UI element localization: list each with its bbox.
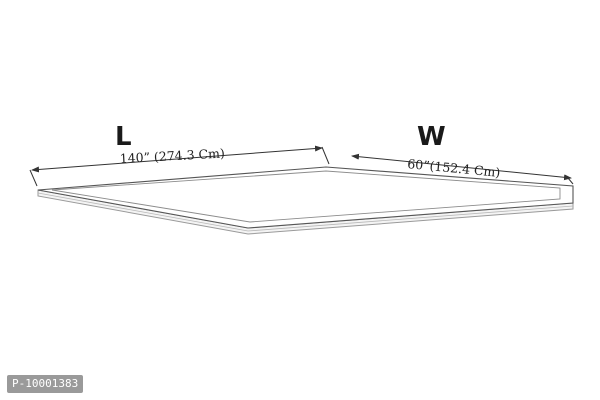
- product-code-badge: P-10001383: [7, 375, 84, 393]
- length-dimension-arrow: [31, 145, 323, 173]
- board-inner-border: [51, 170, 561, 223]
- length-dimension-label: 140” (274.3 Cm): [119, 146, 225, 166]
- width-dimension-arrow: [351, 153, 572, 181]
- board-slab: [37, 166, 574, 235]
- width-letter: W: [417, 122, 446, 152]
- length-letter: L: [115, 122, 132, 152]
